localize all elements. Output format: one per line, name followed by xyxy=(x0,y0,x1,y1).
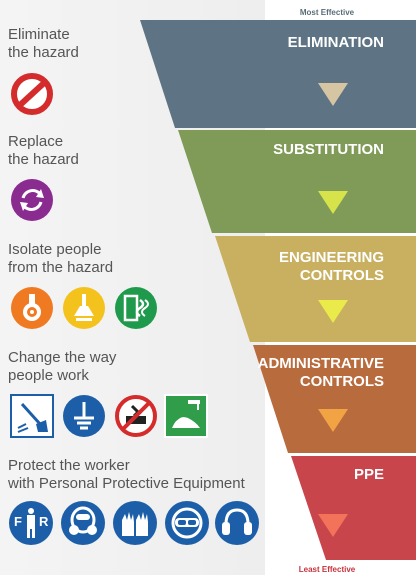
gloves-icon xyxy=(112,500,158,546)
lab-funnel-icon xyxy=(62,286,106,330)
description-elimination: Eliminate the hazard xyxy=(8,26,79,61)
hand-wash-icon xyxy=(164,394,208,438)
ear-protection-icon xyxy=(214,500,260,546)
band-title-engineering: ENGINEERING CONTROLS xyxy=(278,249,384,284)
most-effective-label: Most Effective xyxy=(299,8,355,17)
description-engineering: Isolate people from the hazard xyxy=(8,241,114,276)
band-ppe xyxy=(291,456,416,560)
lab-flask-hazard-icon xyxy=(10,286,54,330)
substitution-cycle-icon xyxy=(10,178,54,222)
prohibition-icon xyxy=(10,72,54,116)
down-arrow-substitution xyxy=(318,191,348,214)
fr-letter-r: R xyxy=(39,514,49,529)
description-substitution: Replace the hazard xyxy=(8,133,79,168)
safety-goggles-icon xyxy=(164,500,210,546)
band-title-administrative: ADMINISTRATIVE CONTROLS xyxy=(257,355,384,390)
no-leaning-icon xyxy=(114,394,158,438)
down-arrow-elimination xyxy=(318,83,348,106)
band-administrative xyxy=(253,345,416,453)
down-arrow-ppe xyxy=(318,514,348,537)
band-substitution xyxy=(178,130,416,233)
least-effective-label: Least Effective xyxy=(298,565,356,574)
band-elimination xyxy=(140,20,416,128)
flame-resistant-clothing-icon: F R xyxy=(8,500,54,546)
respirator-icon xyxy=(60,500,106,546)
description-administrative: Change the way people work xyxy=(8,349,117,384)
band-title-elimination: ELIMINATION xyxy=(287,34,384,51)
band-title-substitution: SUBSTITUTION xyxy=(273,141,384,158)
door-ventilation-icon xyxy=(114,286,158,330)
band-engineering xyxy=(215,236,416,342)
down-arrow-administrative xyxy=(318,409,348,432)
down-arrow-engineering xyxy=(318,300,348,323)
cleaning-broom-icon xyxy=(10,394,54,438)
band-title-ppe: PPE xyxy=(353,466,384,483)
grounding-icon xyxy=(62,394,106,438)
fr-letter-f: F xyxy=(14,514,22,529)
description-ppe: Protect the worker with Personal Protect… xyxy=(8,457,245,492)
